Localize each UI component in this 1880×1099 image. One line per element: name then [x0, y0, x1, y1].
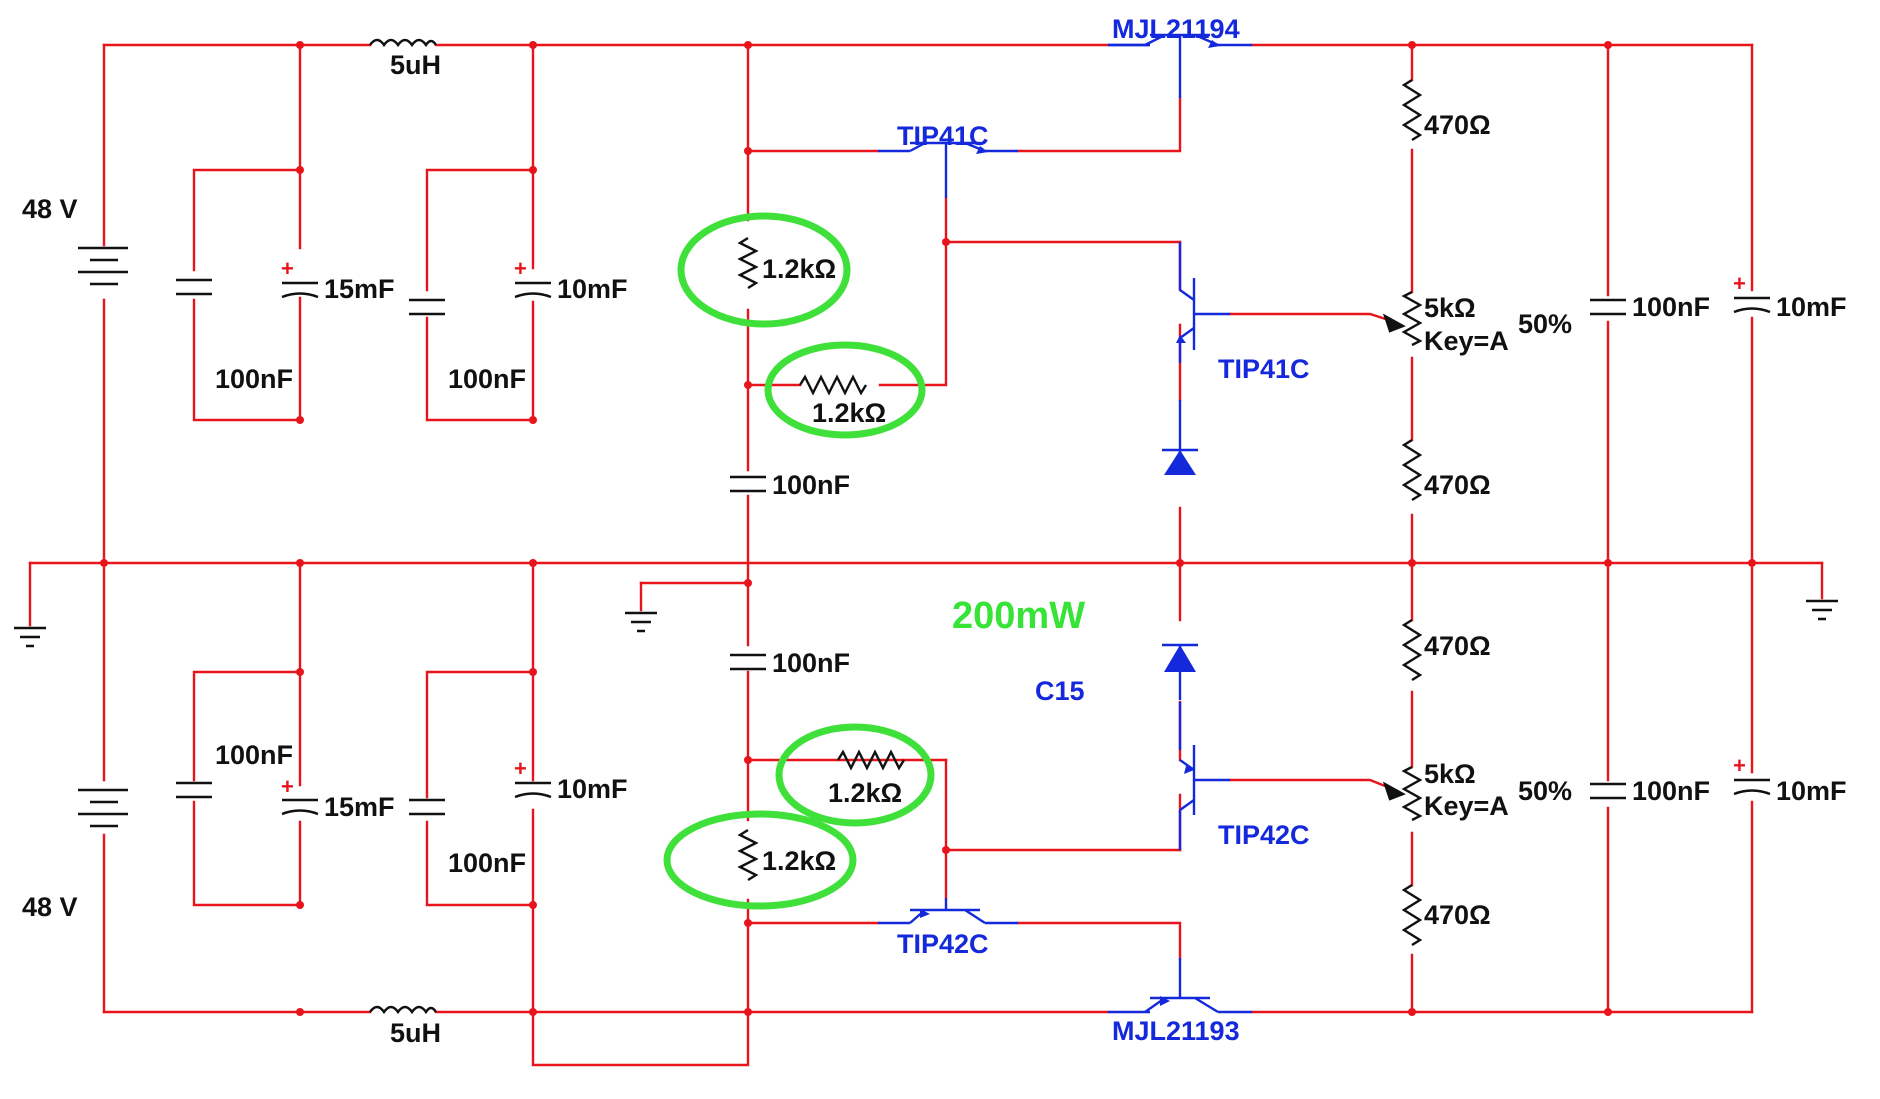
- zener-top: [1162, 400, 1198, 475]
- junctions: [100, 41, 1756, 1016]
- cap-left-bottom-small-1-label: 100nF: [215, 740, 293, 770]
- pot-bottom-pct-label: 50%: [1518, 776, 1572, 806]
- transistor-tip42c-driver-label: TIP42C: [897, 929, 989, 959]
- cap-right-top-big-label: 10mF: [1776, 292, 1847, 322]
- ground-right: [1806, 599, 1838, 621]
- pot-bottom-key-label: Key=A: [1424, 791, 1509, 821]
- battery-top: [78, 246, 128, 286]
- battery-bottom-label: 48 V: [22, 892, 78, 922]
- svg-text:+: +: [1733, 753, 1746, 778]
- pot-top-pct-label: 50%: [1518, 309, 1572, 339]
- cap-right-top-small-label: 100nF: [1632, 292, 1710, 322]
- battery-bottom: [78, 788, 128, 828]
- res-bottom-vertical-label: 1.2kΩ: [762, 846, 836, 876]
- cap-mid-top-label: 100nF: [772, 470, 850, 500]
- svg-text:+: +: [1733, 271, 1746, 296]
- cap-left-bottom-big-2-label: 10mF: [557, 774, 628, 804]
- res-right-2-label: 470Ω: [1424, 470, 1491, 500]
- transistor-tip41c-mid-label: TIP41C: [1218, 354, 1310, 384]
- cap-left-bottom-big-1-label: 15mF: [324, 792, 395, 822]
- highlight-ring: [677, 212, 851, 328]
- transistor-tip42c-mid-label: TIP42C: [1218, 820, 1310, 850]
- labels: 48 V 48 V 5uH 5uH 100nF 15mF 100nF 10mF …: [22, 14, 1847, 1048]
- ground-center: [625, 611, 657, 633]
- cap-left-bottom-small-2-label: 100nF: [448, 848, 526, 878]
- capacitors: [176, 278, 1771, 816]
- pot-bottom-value-label: 5kΩ: [1424, 759, 1476, 789]
- res-right-1-label: 470Ω: [1424, 110, 1491, 140]
- res-top-horizontal-label: 1.2kΩ: [812, 398, 886, 428]
- cap-left-top-big-1-label: 15mF: [324, 274, 395, 304]
- highlight-rings: [663, 212, 935, 910]
- highlight-ring: [764, 341, 926, 439]
- transistor-mjl21193-label: MJL21193: [1112, 1016, 1240, 1046]
- battery-top-label: 48 V: [22, 194, 78, 224]
- inductor-top: [369, 38, 438, 48]
- zener-bottom: [1162, 643, 1198, 700]
- res-bottom-horizontal-label: 1.2kΩ: [828, 778, 902, 808]
- transistor-tip41c-driver-label: TIP41C: [897, 121, 989, 151]
- component-ref-label: C15: [1035, 676, 1085, 706]
- inductor-top-label: 5uH: [390, 50, 441, 80]
- transistor-tip41c-driver: [878, 141, 1018, 198]
- pot-top-value-label: 5kΩ: [1424, 293, 1476, 323]
- transistor-mjl21194: [1108, 33, 1252, 98]
- ground-left: [14, 626, 46, 648]
- highlight-ring: [663, 810, 857, 910]
- transistor-mjl21193: [1108, 958, 1252, 1014]
- res-right-4-label: 470Ω: [1424, 900, 1491, 930]
- cap-left-top-small-2-label: 100nF: [448, 364, 526, 394]
- potentiometer-top: [1382, 290, 1423, 347]
- svg-text:+: +: [281, 774, 294, 799]
- svg-text:+: +: [281, 256, 294, 281]
- svg-text:+: +: [514, 256, 527, 281]
- transistor-tip41c-mid: [1176, 242, 1230, 363]
- pot-top-key-label: Key=A: [1424, 326, 1509, 356]
- inductor-bottom-label: 5uH: [390, 1018, 441, 1048]
- power-rating-label: 200mW: [952, 595, 1085, 637]
- res-right-3-label: 470Ω: [1424, 631, 1491, 661]
- res-top-vertical-label: 1.2kΩ: [762, 254, 836, 284]
- cap-left-top-big-2-label: 10mF: [557, 274, 628, 304]
- inductor-bottom: [369, 1005, 438, 1015]
- potentiometer-bottom: [1382, 765, 1423, 822]
- transistor-tip42c-driver: [878, 898, 1018, 925]
- svg-text:+: +: [514, 756, 527, 781]
- cap-mid-bottom-label: 100nF: [772, 648, 850, 678]
- transistor-mjl21194-label: MJL21194: [1112, 14, 1240, 44]
- cap-right-bottom-big-label: 10mF: [1776, 776, 1847, 806]
- highlight-ring: [775, 723, 935, 827]
- cap-right-bottom-small-label: 100nF: [1632, 776, 1710, 806]
- cap-left-top-small-1-label: 100nF: [215, 364, 293, 394]
- resistors: [737, 78, 1423, 947]
- transistor-tip42c-mid: [1178, 702, 1230, 850]
- polarity-marks: + + + + + +: [281, 256, 1746, 799]
